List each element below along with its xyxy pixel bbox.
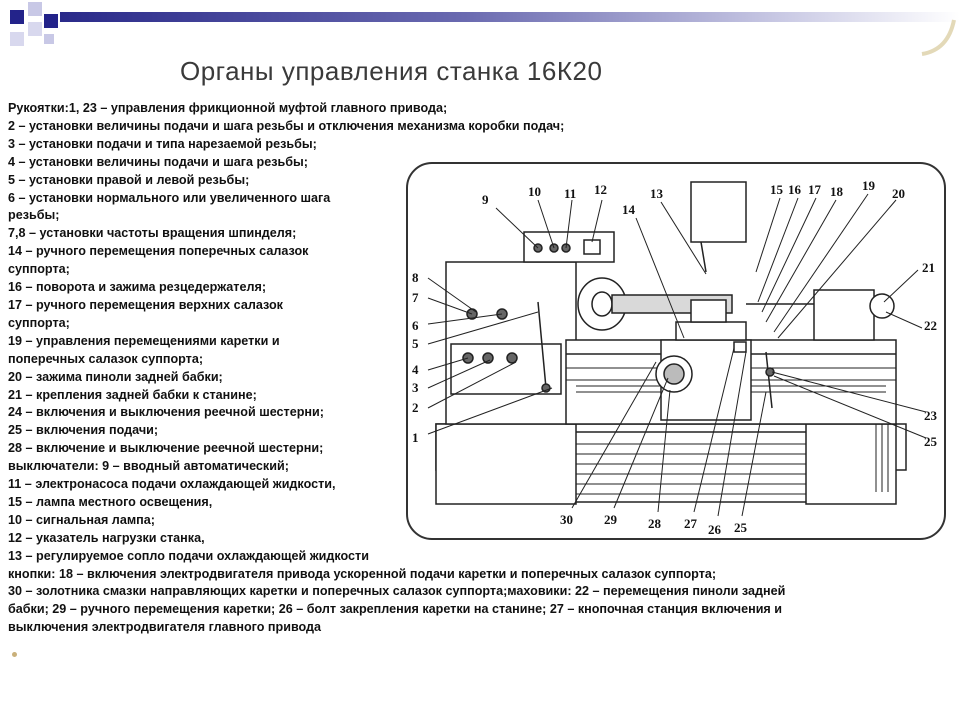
headstock	[445, 261, 577, 425]
corner-arc-decoration	[921, 19, 956, 56]
legend-line: 4 – установки величины подачи и шага рез…	[8, 154, 308, 169]
legend-line: 24 – включения и выключения реечной шест…	[8, 405, 324, 420]
leader-lines	[427, 193, 927, 517]
legend-line: 25 – включения подачи;	[8, 423, 159, 438]
tailstock	[813, 289, 875, 341]
callout-14: 14	[622, 202, 636, 217]
callout-20: 20	[892, 186, 905, 201]
legend-line: 28 – включение и выключение реечной шест…	[8, 441, 324, 456]
legend-line: 12 – указатель нагрузки станка,	[8, 530, 205, 545]
legend-line: 3 – установки подачи и типа нарезаемой р…	[8, 136, 317, 151]
decor-square	[44, 34, 54, 44]
callout-25-bottom: 25	[734, 520, 748, 535]
callout-8: 8	[412, 270, 419, 285]
callout-13: 13	[650, 186, 664, 201]
callout-28: 28	[648, 516, 662, 531]
legend-line: 6 – установки нормального или увеличенно…	[8, 190, 331, 205]
tool-post	[690, 299, 727, 323]
decor-square	[10, 10, 24, 24]
callout-29: 29	[604, 512, 618, 527]
right-cabinet	[805, 423, 897, 505]
legend-line: 11 – электронасоса подачи охлаждающей жи…	[8, 477, 336, 492]
legend-line: 17 – ручного перемещения верхних салазок	[8, 297, 283, 312]
legend-line: 20 – зажима пиноли задней бабки;	[8, 369, 223, 384]
legend-line: 7,8 – установки частоты вращения шпиндел…	[8, 226, 297, 241]
legend-line: кнопки: 18 – включения электродвигателя …	[8, 566, 717, 581]
page-title: Органы управления станка 16К20	[180, 56, 603, 86]
legend-line: 21 – крепления задней бабки к станине;	[8, 387, 257, 402]
cross-slide	[675, 321, 747, 341]
chip-tray	[570, 431, 812, 503]
tailstock-handwheel	[869, 293, 895, 319]
legend-line: суппорта;	[8, 262, 70, 277]
legend-line: 2 – установки величины подачи и шага рез…	[8, 118, 565, 133]
callout-7: 7	[412, 290, 419, 305]
legend-line: суппорта;	[8, 315, 70, 330]
chip-guard	[690, 181, 747, 243]
legend-line: 16 – поворота и зажима резцедержателя;	[8, 280, 267, 295]
callout-23: 23	[924, 408, 938, 423]
callout-10: 10	[528, 184, 541, 199]
legend-line: 5 – установки правой и левой резьбы;	[8, 172, 250, 187]
decor-square	[28, 22, 42, 36]
callout-3: 3	[412, 380, 419, 395]
callout-11: 11	[564, 186, 576, 201]
legend-line: 30 – золотника смазки направляющих карет…	[8, 584, 786, 599]
legend-line: выключатели: 9 – вводный автоматический;	[8, 459, 289, 474]
left-cabinet	[435, 423, 577, 505]
callout-30: 30	[560, 512, 573, 527]
decor-dot	[12, 652, 17, 657]
callout-27: 27	[684, 516, 698, 531]
legend-text: Рукоятки:1, 23 – управления фрикционной …	[8, 100, 953, 637]
legend-line: 15 – лампа местного освещения,	[8, 494, 213, 509]
callout-12: 12	[594, 182, 607, 197]
decor-square	[44, 14, 58, 28]
callout-15: 15	[770, 182, 784, 197]
callout-1: 1	[412, 430, 419, 445]
tray-ribs	[576, 443, 806, 495]
callout-6: 6	[412, 318, 419, 333]
legend-line: 13 – регулируемое сопло подачи охлаждающ…	[8, 548, 369, 563]
callout-17: 17	[808, 182, 822, 197]
legend-line: поперечных салазок суппорта;	[8, 351, 204, 366]
decor-square	[28, 2, 42, 16]
legend-line: Рукоятки:1, 23 – управления фрикционной …	[8, 101, 448, 115]
callout-22: 22	[924, 318, 937, 333]
callout-16: 16	[788, 182, 802, 197]
callout-19: 19	[862, 178, 876, 193]
decor-square	[10, 32, 24, 46]
legend-line: бабки; 29 – ручного перемещения каретки;…	[8, 602, 783, 617]
callout-numbers: 1 2 3 4 5 6 7 8 9 10 11 12 13 14 15 16 1…	[412, 178, 938, 537]
callout-2: 2	[412, 400, 419, 415]
legend-line: 14 – ручного перемещения поперечных сала…	[8, 244, 309, 259]
header-decoration	[0, 0, 960, 58]
legend-line: 19 – управления перемещениями каретки и	[8, 333, 280, 348]
callout-9: 9	[482, 192, 489, 207]
callout-21: 21	[922, 260, 935, 275]
legend-line: резьбы;	[8, 208, 60, 223]
callout-4: 4	[412, 362, 419, 377]
lathe-diagram: 1 2 3 4 5 6 7 8 9 10 11 12 13 14 15 16 1…	[412, 178, 938, 537]
callout-26: 26	[708, 522, 722, 537]
legend-line: 10 – сигнальная лампа;	[8, 512, 155, 527]
callout-25-right: 25	[924, 434, 938, 449]
header-gradient-bar	[60, 12, 960, 22]
callout-18: 18	[830, 184, 844, 199]
legend-line: выключения электродвигателя главного при…	[8, 620, 322, 635]
callout-5: 5	[412, 336, 419, 351]
